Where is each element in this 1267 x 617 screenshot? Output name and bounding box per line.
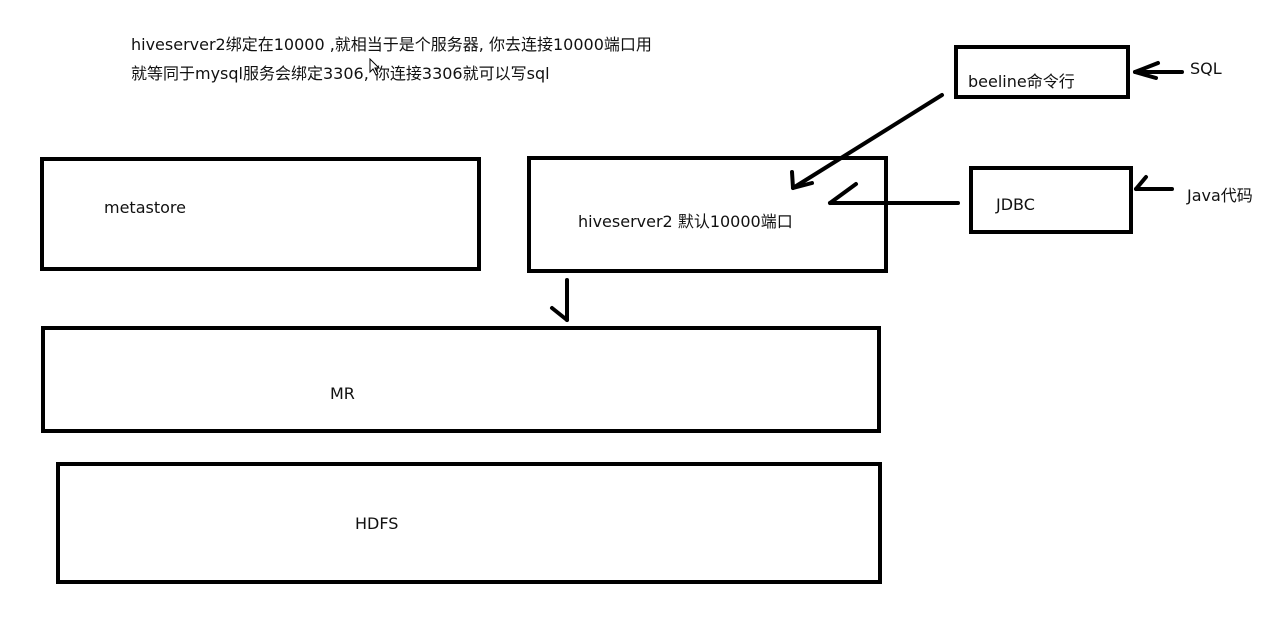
beeline-box bbox=[954, 45, 1130, 99]
hdfs-box bbox=[56, 462, 882, 584]
note-line-1: hiveserver2绑定在10000 ,就相当于是个服务器, 你去连接1000… bbox=[131, 35, 652, 54]
java-code-label: Java代码 bbox=[1187, 186, 1253, 205]
mr-label: MR bbox=[330, 384, 355, 403]
beeline-label: beeline命令行 bbox=[968, 72, 1075, 91]
mr-box bbox=[41, 326, 881, 433]
metastore-box bbox=[40, 157, 481, 271]
jdbc-box bbox=[969, 166, 1133, 234]
sql-label: SQL bbox=[1190, 59, 1222, 78]
hiveserver2-label: hiveserver2 默认10000端口 bbox=[578, 212, 793, 231]
metastore-label: metastore bbox=[104, 198, 186, 217]
arrow-beeline-to-hiveserver2 bbox=[790, 93, 944, 190]
arrow-jdbc-to-hiveserver2 bbox=[828, 182, 960, 205]
hiveserver2-box bbox=[527, 156, 888, 273]
arrow-java-to-jdbc bbox=[1134, 175, 1174, 191]
arrow-hiveserver2-to-mr bbox=[550, 278, 569, 322]
note-line-2: 就等同于mysql服务会绑定3306, 你连接3306就可以写sql bbox=[131, 64, 550, 83]
jdbc-label: JDBC bbox=[996, 195, 1035, 214]
hdfs-label: HDFS bbox=[355, 514, 399, 533]
arrow-sql-to-beeline bbox=[1133, 61, 1184, 80]
mouse-cursor-icon bbox=[369, 57, 381, 80]
